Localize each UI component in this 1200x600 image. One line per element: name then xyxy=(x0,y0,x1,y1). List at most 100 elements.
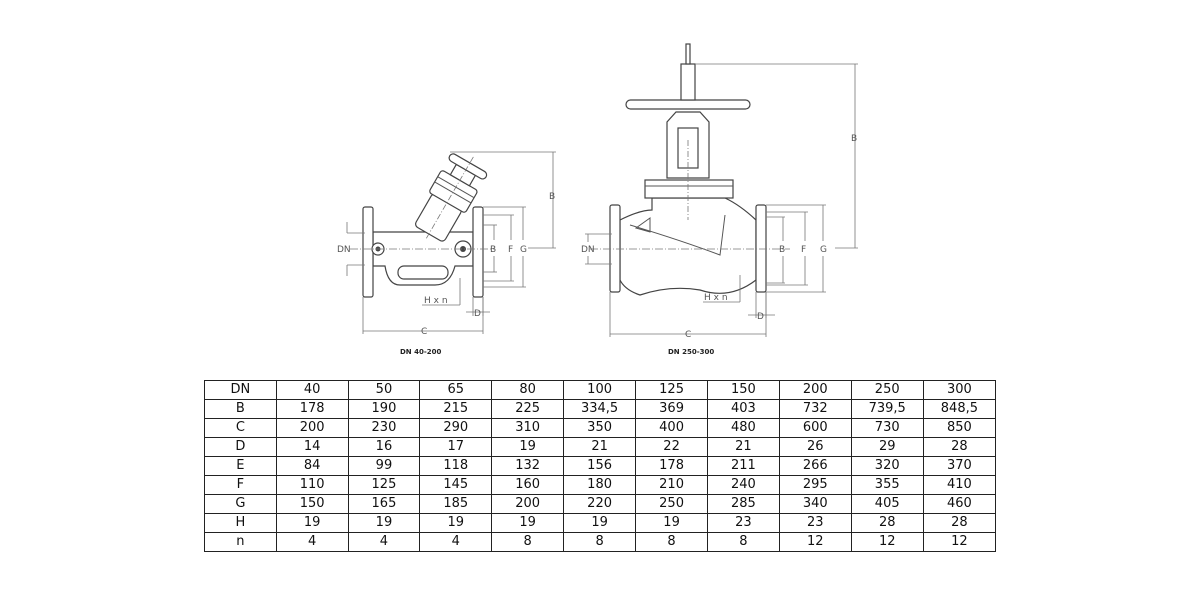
table-cell: 290 xyxy=(419,418,493,438)
row-header-cell: E xyxy=(204,456,277,476)
table-cell: 403 xyxy=(706,399,780,419)
table-cell: 190 xyxy=(347,399,421,419)
table-cell: 21 xyxy=(706,437,780,457)
table-cell: 185 xyxy=(419,494,493,514)
bonnet xyxy=(415,153,488,242)
table-cell: 732 xyxy=(778,399,852,419)
stem xyxy=(685,43,691,65)
hxn-dimension-label: H x n xyxy=(424,296,448,306)
valve-drawing-dn40-200: DN B G F B H x n D C DN 40-200 xyxy=(337,151,556,356)
table-cell: 156 xyxy=(563,456,637,476)
table-cell: 400 xyxy=(635,418,708,438)
handwheel xyxy=(625,99,751,110)
c-dimension-label: C xyxy=(685,330,691,340)
table-cell: 355 xyxy=(850,475,924,495)
table-cell: 370 xyxy=(922,456,997,476)
table-cell: 150 xyxy=(275,494,349,514)
table-cell: 200 xyxy=(275,418,349,438)
table-cell: 110 xyxy=(275,475,349,495)
table-cell: 19 xyxy=(347,513,421,533)
row-header-cell: H xyxy=(204,513,277,533)
valve-drawing-dn250-300: DN B G F B H x n D C DN 250-300 xyxy=(581,43,858,356)
table-cell: 12 xyxy=(850,532,924,552)
right-flange xyxy=(472,206,484,298)
table-cell: 12 xyxy=(922,532,997,552)
table-cell: 220 xyxy=(563,494,637,514)
table-cell: 16 xyxy=(347,437,421,457)
dn-dimension-label: DN xyxy=(581,245,595,255)
table-cell: 250 xyxy=(635,494,708,514)
table-cell: 99 xyxy=(347,456,421,476)
table-cell: 28 xyxy=(850,513,924,533)
table-cell: 28 xyxy=(922,437,997,457)
e-dimension-label: B xyxy=(779,245,785,255)
table-cell: 730 xyxy=(850,418,924,438)
table-cell: 165 xyxy=(347,494,421,514)
g-dimension-label: G xyxy=(820,245,827,255)
table-cell: 211 xyxy=(706,456,780,476)
table-cell: 300 xyxy=(922,380,997,400)
row-header-cell: D xyxy=(204,437,277,457)
table-cell: 350 xyxy=(563,418,637,438)
e-dimension-label: B xyxy=(490,245,496,255)
table-cell: 125 xyxy=(347,475,421,495)
table-cell: 8 xyxy=(491,532,565,552)
table-cell: 225 xyxy=(491,399,565,419)
valve-body xyxy=(619,197,757,296)
table-cell: 4 xyxy=(275,532,349,552)
table-cell: 150 xyxy=(706,380,780,400)
table-cell: 100 xyxy=(563,380,637,400)
table-cell: 178 xyxy=(275,399,349,419)
table-cell: 480 xyxy=(706,418,780,438)
right-flange xyxy=(755,204,767,293)
table-cell: 8 xyxy=(706,532,780,552)
table-cell: 848,5 xyxy=(922,399,997,419)
row-header-cell: G xyxy=(204,494,277,514)
table-cell: 180 xyxy=(563,475,637,495)
row-header-cell: n xyxy=(204,532,277,552)
row-header-cell: DN xyxy=(204,380,277,400)
c-dimension-label: C xyxy=(421,327,427,337)
table-cell: 19 xyxy=(635,513,708,533)
d-dimension-label: D xyxy=(474,309,481,319)
table-cell: 334,5 xyxy=(563,399,637,419)
valve-drawings: DN B G F B H x n D C DN 40-200 xyxy=(337,43,858,356)
table-cell: 600 xyxy=(778,418,852,438)
table-cell: 200 xyxy=(778,380,852,400)
body-window xyxy=(397,265,449,280)
dn-dimension-label: DN xyxy=(337,245,351,255)
table-cell: 369 xyxy=(635,399,708,419)
bonnet-flange xyxy=(644,179,734,199)
table-cell: 160 xyxy=(491,475,565,495)
table-cell: 410 xyxy=(922,475,997,495)
table-cell: 26 xyxy=(778,437,852,457)
table-cell: 405 xyxy=(850,494,924,514)
table-cell: 28 xyxy=(922,513,997,533)
table-cell: 17 xyxy=(419,437,493,457)
table-cell: 118 xyxy=(419,456,493,476)
row-header-cell: F xyxy=(204,475,277,495)
table-cell: 132 xyxy=(491,456,565,476)
table-cell: 14 xyxy=(275,437,349,457)
table-cell: 460 xyxy=(922,494,997,514)
drawing-caption: DN 250-300 xyxy=(668,348,714,356)
table-cell: 295 xyxy=(778,475,852,495)
table-cell: 850 xyxy=(922,418,997,438)
table-cell: 50 xyxy=(347,380,421,400)
b-height-label: B xyxy=(549,192,555,202)
table-cell: 12 xyxy=(778,532,852,552)
left-flange xyxy=(609,204,621,293)
f-dimension-label: F xyxy=(508,245,513,255)
table-cell: 40 xyxy=(275,380,349,400)
table-cell: 200 xyxy=(491,494,565,514)
d-dimension-label: D xyxy=(757,312,764,322)
table-cell: 19 xyxy=(491,513,565,533)
table-cell: 210 xyxy=(635,475,708,495)
table-cell: 19 xyxy=(563,513,637,533)
